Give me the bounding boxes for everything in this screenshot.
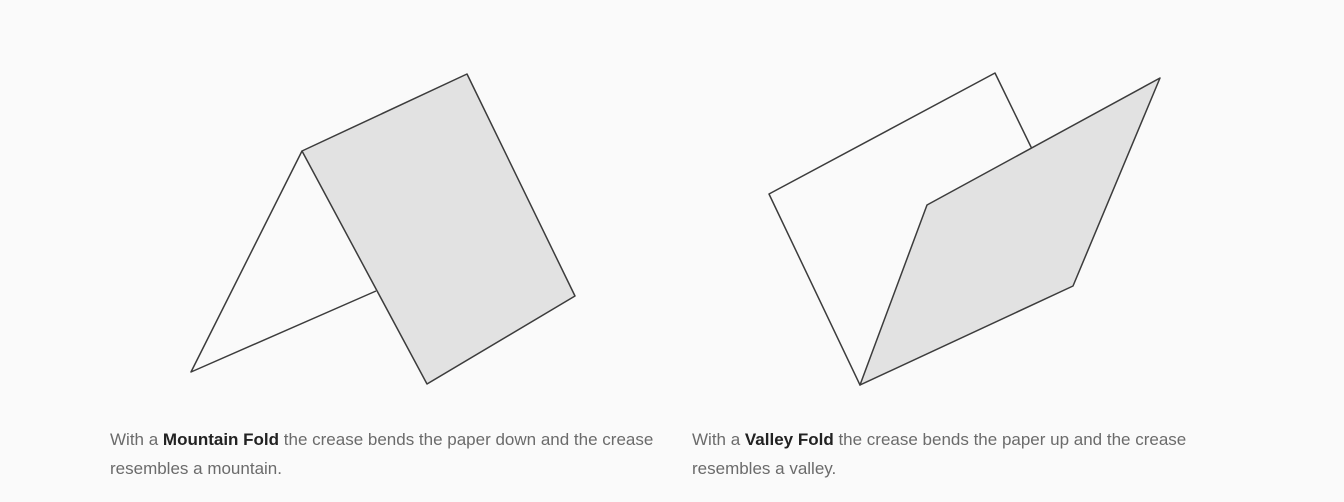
- valley-fold-illustration: [768, 72, 1161, 386]
- mountain-caption-suffix: the crease bends the paper down and the …: [110, 430, 654, 478]
- fold-diagrams: [190, 72, 1161, 386]
- mountain-fold-illustration: [190, 73, 576, 385]
- mountain-fold-front-panel: [301, 73, 576, 385]
- mountain-fold-term: Mountain Fold: [162, 430, 280, 449]
- mountain-fold-back-panel: [190, 150, 377, 373]
- mountain-caption-prefix: With a: [110, 430, 163, 449]
- valley-fold-caption: With a Valley Fold the crease bends the …: [692, 425, 1252, 483]
- valley-fold-front-panel: [859, 77, 1161, 386]
- valley-fold-term: Valley Fold: [744, 430, 834, 449]
- valley-caption-prefix: With a: [692, 430, 745, 449]
- mountain-fold-caption: With a Mountain Fold the crease bends th…: [110, 425, 670, 483]
- valley-caption-suffix: the crease bends the paper up and the cr…: [692, 430, 1187, 478]
